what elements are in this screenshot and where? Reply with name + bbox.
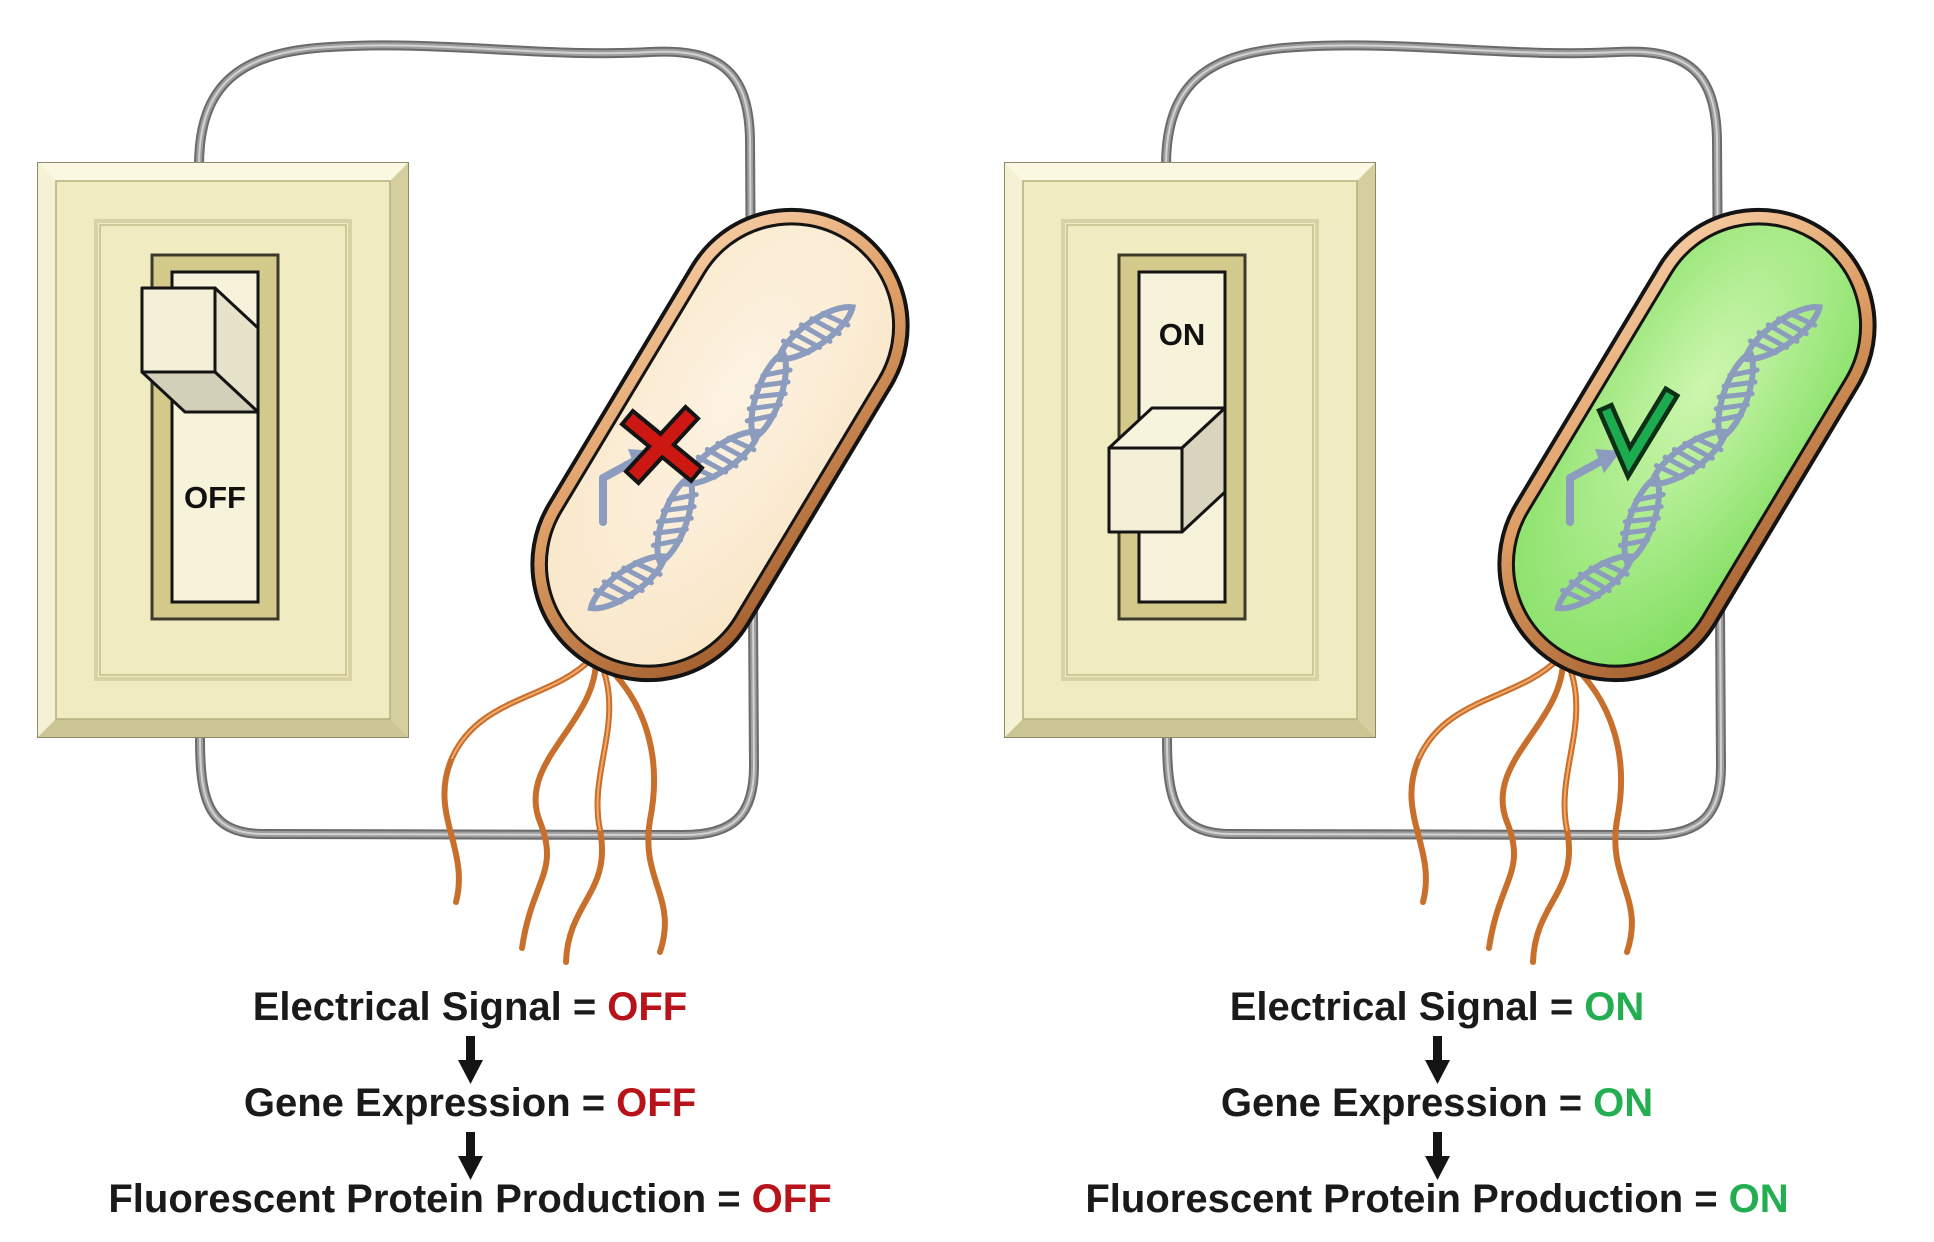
caption-value: OFF [752,1177,832,1221]
switch-state-label: ON [1159,317,1206,352]
caption-line-2: Gene Expression =ON [1221,1081,1653,1125]
no-expression-cross-icon [619,404,705,486]
expression-check-icon [1596,385,1681,482]
caption-line-1: Electrical Signal =ON [1230,985,1645,1029]
caption-line-3: Fluorescent Protein Production = OFF [108,1177,831,1221]
down-arrow-icon [1425,1132,1450,1180]
caption-block: Electrical Signal =OFF Gene Expression =… [108,985,831,1221]
panel-on: ON [1003,45,1877,1221]
caption-label: Gene Expression = [244,1081,605,1125]
flagella [441,655,668,965]
down-arrow-icon [458,1132,483,1180]
caption-line-3: Fluorescent Protein Production = ON [1085,1177,1788,1221]
caption-value: ON [1584,985,1644,1029]
down-arrow-icon [458,1036,483,1084]
caption-label: Fluorescent Protein Production = [108,1177,740,1221]
switch-toggle [140,286,260,414]
caption-block: Electrical Signal =ON Gene Expression =O… [1085,985,1788,1221]
caption-label: Electrical Signal = [253,985,597,1029]
bacterium-cell [530,207,910,683]
caption-value: OFF [607,985,687,1029]
down-arrow-icon [1425,1036,1450,1084]
light-switch-plate: OFF [36,161,410,739]
light-switch-plate: ON [1003,161,1377,739]
switch-state-label: OFF [184,480,246,515]
caption-value: ON [1729,1177,1789,1221]
switch-toggle [1107,406,1227,534]
caption-value: OFF [616,1081,696,1125]
flagella [1408,655,1635,965]
caption-value: ON [1593,1081,1653,1125]
caption-line-1: Electrical Signal =OFF [253,985,687,1029]
panel-off: OFF [36,45,910,1221]
caption-line-2: Gene Expression =OFF [244,1081,696,1125]
caption-label: Electrical Signal = [1230,985,1574,1029]
bacterium-cell [1497,207,1877,683]
caption-label: Fluorescent Protein Production = [1085,1177,1717,1221]
promoter-arrow-icon [1566,449,1621,526]
caption-label: Gene Expression = [1221,1081,1582,1125]
